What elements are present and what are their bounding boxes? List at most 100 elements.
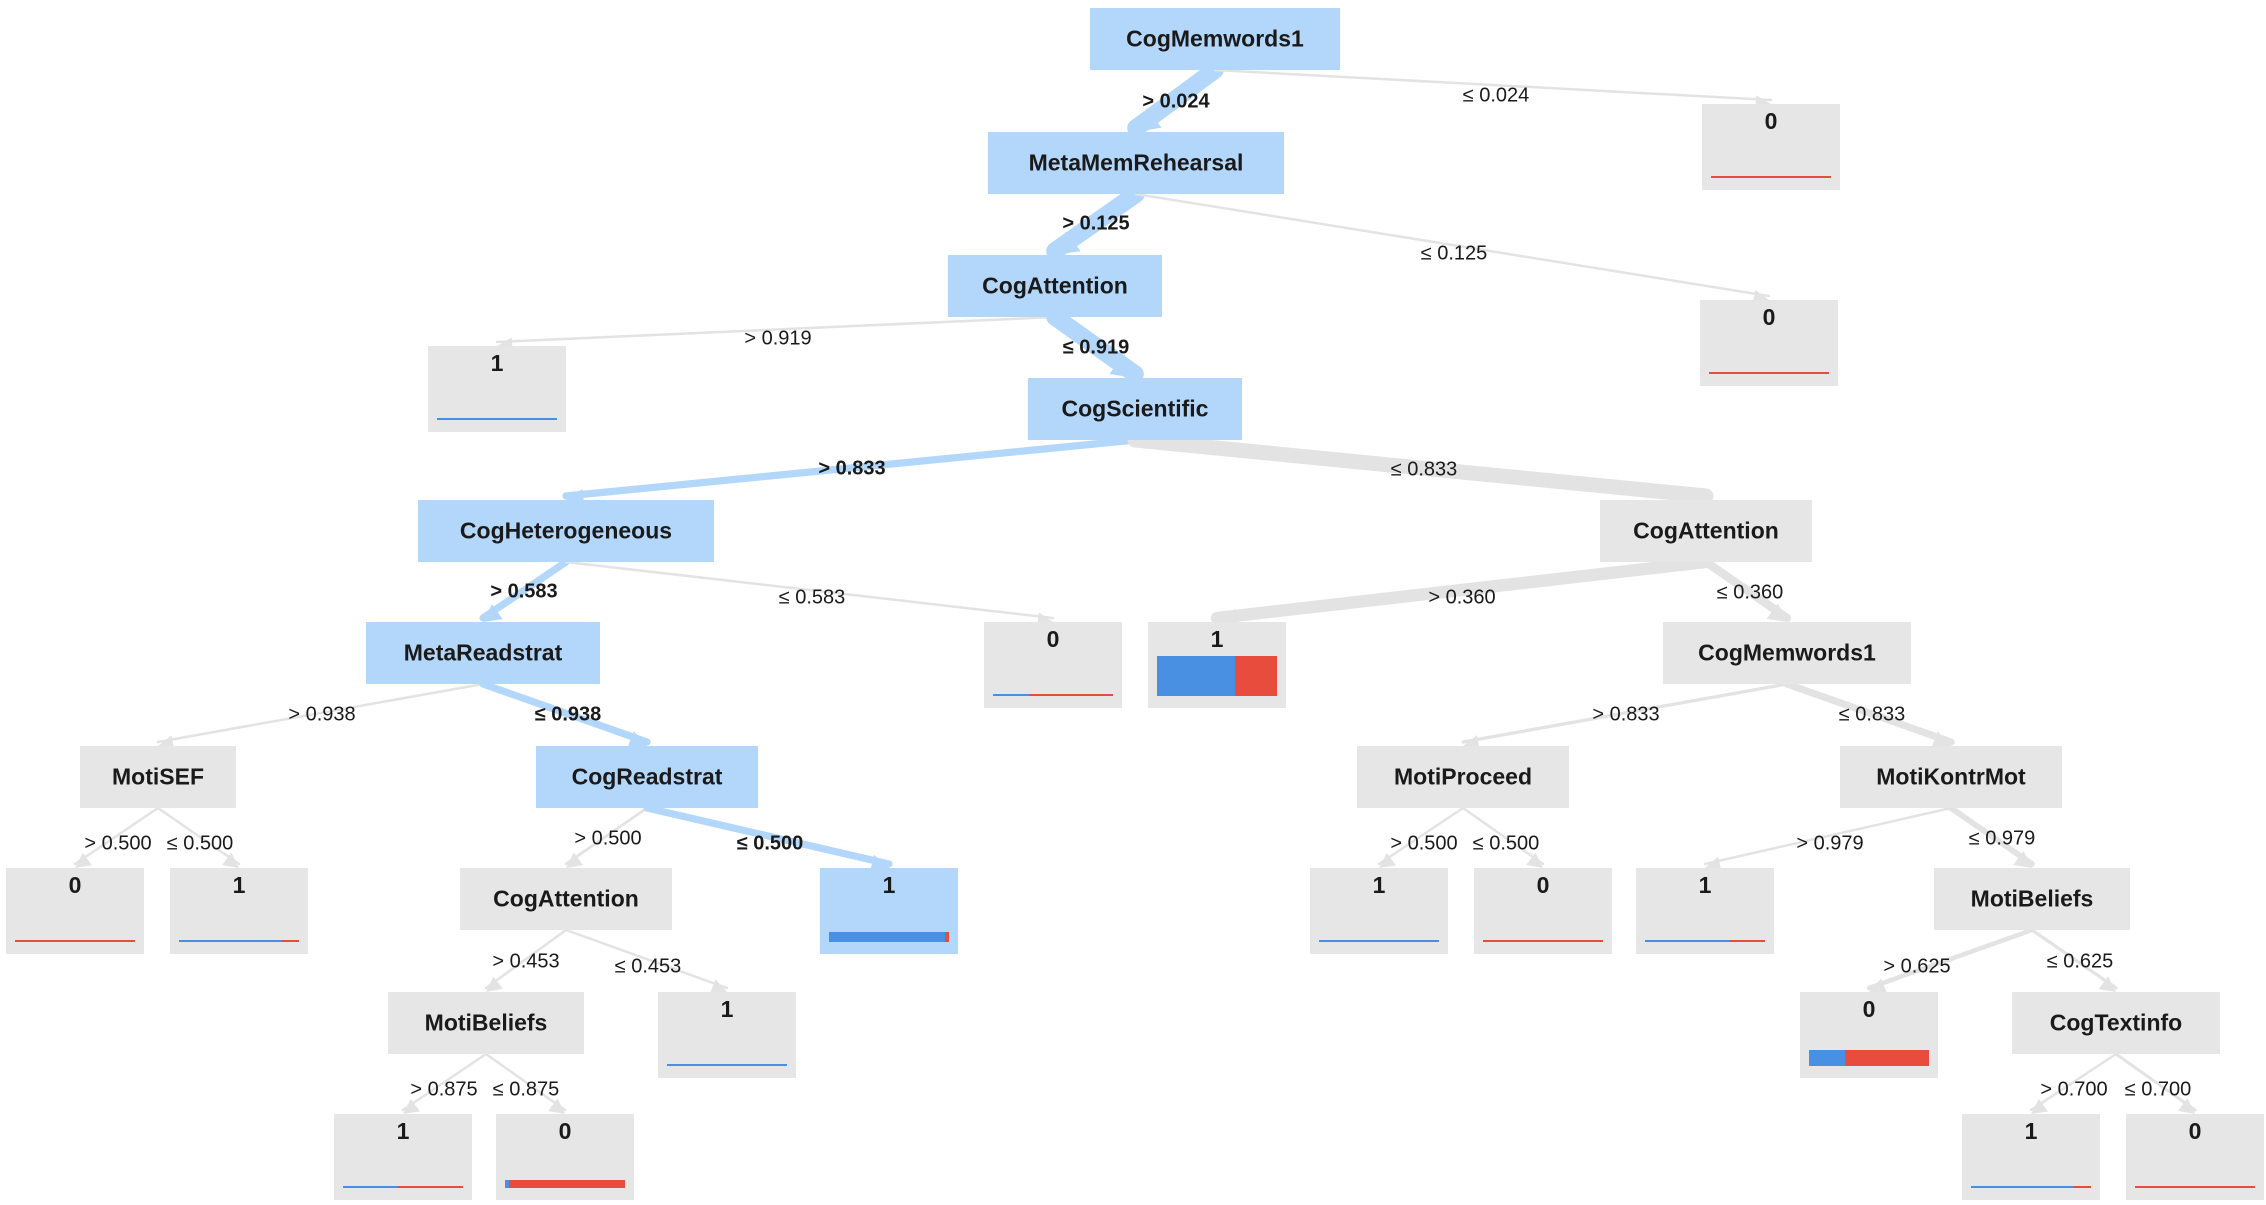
class-1-segment — [1645, 940, 1729, 942]
class-0-segment — [1845, 1050, 1929, 1066]
class-0-segment — [1711, 176, 1831, 178]
split-node[interactable]: CogAttention — [460, 868, 672, 930]
arrowhead-icon — [548, 1098, 565, 1114]
leaf-class-label: 1 — [1372, 872, 1386, 898]
class-distribution-bar — [505, 1180, 625, 1188]
edge-label: > 0.875 — [410, 1078, 478, 1101]
split-node-label: MetaMemRehearsal — [1028, 149, 1244, 176]
tree-edge-n19-n26 — [564, 928, 729, 990]
arrowhead-icon — [566, 852, 584, 868]
split-node-label: CogHeterogeneous — [459, 517, 673, 544]
leaf-class-label: 1 — [1210, 626, 1224, 652]
split-node[interactable]: MotiBeliefs — [1934, 868, 2130, 930]
leaf-node[interactable]: 0 — [1700, 300, 1838, 386]
leaf-class-label: 0 — [1536, 872, 1550, 898]
class-1-segment — [829, 932, 946, 942]
leaf-node[interactable]: 0 — [1800, 992, 1938, 1078]
edge-label: ≤ 0.500 — [736, 832, 804, 855]
arrowhead-icon — [1379, 852, 1396, 868]
leaf-node[interactable]: 1 — [1310, 868, 1448, 954]
edge-label: ≤ 0.938 — [534, 703, 602, 726]
leaf-node[interactable]: 0 — [2126, 1114, 2264, 1200]
leaf-class-label: 1 — [232, 872, 246, 898]
split-node[interactable]: MotiBeliefs — [388, 992, 584, 1054]
edge-label: ≤ 0.583 — [778, 586, 846, 609]
class-distribution-bar — [437, 418, 557, 420]
split-node[interactable]: CogAttention — [1600, 500, 1812, 562]
leaf-node[interactable]: 1 — [170, 868, 308, 954]
leaf-node[interactable]: 1 — [1962, 1114, 2100, 1200]
arrowhead-icon — [1109, 354, 1135, 378]
class-0-segment — [508, 1180, 625, 1188]
split-node[interactable]: CogMemwords1 — [1663, 622, 1911, 684]
split-node[interactable]: MetaReadstrat — [366, 622, 600, 684]
edge-label: > 0.833 — [818, 457, 886, 480]
split-node[interactable]: CogHeterogeneous — [418, 500, 714, 562]
split-node[interactable]: MotiProceed — [1357, 746, 1569, 808]
class-0-segment — [2073, 1186, 2091, 1188]
leaf-node[interactable]: 0 — [6, 868, 144, 954]
class-0-segment — [1029, 694, 1113, 696]
leaf-node[interactable]: 1 — [334, 1114, 472, 1200]
edge-label: ≤ 0.700 — [2124, 1078, 2192, 1101]
tree-edge-n14-n19 — [564, 806, 649, 866]
edge-label: ≤ 0.833 — [1390, 458, 1458, 481]
edge-label: > 0.500 — [84, 832, 152, 855]
tree-edge-n7-n9 — [479, 558, 570, 622]
edge-label: > 0.625 — [1883, 955, 1951, 978]
split-node[interactable]: CogMemwords1 — [1090, 8, 1340, 70]
class-1-segment — [505, 1180, 509, 1188]
class-0-segment — [1483, 940, 1603, 942]
leaf-node[interactable]: 0 — [1702, 104, 1840, 190]
class-0-segment — [1729, 940, 1765, 942]
class-distribution-bar — [829, 932, 949, 942]
edge-label: ≤ 0.875 — [492, 1078, 560, 1101]
leaf-node[interactable]: 1 — [820, 868, 958, 954]
leaf-node[interactable]: 1 — [1148, 622, 1286, 708]
class-1-segment — [1157, 656, 1235, 696]
split-node-label: MotiBeliefs — [1970, 885, 2094, 912]
leaf-node[interactable]: 1 — [658, 992, 796, 1078]
split-node-label: CogAttention — [1633, 517, 1779, 544]
leaf-class-label: 0 — [1046, 626, 1060, 652]
class-1-segment — [1319, 940, 1439, 942]
leaf-node[interactable]: 1 — [1636, 868, 1774, 954]
split-node[interactable]: MotiSEF — [80, 746, 236, 808]
split-node-label: CogMemwords1 — [1126, 25, 1304, 52]
arrowhead-icon — [2177, 1098, 2195, 1114]
split-node[interactable]: CogScientific — [1028, 378, 1242, 440]
tree-edge-n13-n18 — [156, 806, 241, 866]
edge-label: ≤ 0.500 — [166, 832, 234, 855]
leaf-node[interactable]: 1 — [428, 346, 566, 432]
leaf-class-label: 1 — [490, 350, 504, 376]
tree-edge-n24-n27 — [1866, 927, 2035, 991]
edge-label: > 0.125 — [1062, 212, 1130, 235]
class-1-segment — [343, 1186, 397, 1188]
split-node-label: CogAttention — [493, 885, 639, 912]
split-node[interactable]: CogAttention — [948, 255, 1162, 317]
leaf-node[interactable]: 0 — [496, 1114, 634, 1200]
class-0-segment — [15, 940, 135, 942]
edge-label: ≤ 0.979 — [1968, 827, 2036, 850]
tree-edge-n6-n8 — [1127, 432, 1714, 504]
leaf-node[interactable]: 0 — [1474, 868, 1612, 954]
arrowhead-icon — [2031, 1098, 2048, 1114]
arrowhead-icon — [1869, 978, 1888, 995]
class-distribution-bar — [993, 694, 1113, 696]
class-distribution-bar — [2135, 1186, 2255, 1188]
edge-label: > 0.500 — [1390, 832, 1458, 855]
leaf-node[interactable]: 0 — [984, 622, 1122, 708]
class-1-segment — [1809, 1050, 1845, 1066]
arrowhead-icon — [75, 852, 92, 868]
tree-edge-n28-n29 — [2029, 1052, 2118, 1112]
tree-edge-n6-n7 — [562, 436, 1139, 500]
split-node-label: MotiKontrMot — [1876, 763, 2026, 790]
split-node[interactable]: MotiKontrMot — [1840, 746, 2062, 808]
split-node-label: MotiProceed — [1393, 763, 1533, 790]
leaf-class-label: 0 — [1862, 996, 1876, 1022]
split-node[interactable]: MetaMemRehearsal — [988, 132, 1284, 194]
split-node[interactable]: CogTextinfo — [2012, 992, 2220, 1054]
split-node[interactable]: CogReadstrat — [536, 746, 758, 808]
tree-edge-n12-n15 — [1461, 682, 1789, 744]
